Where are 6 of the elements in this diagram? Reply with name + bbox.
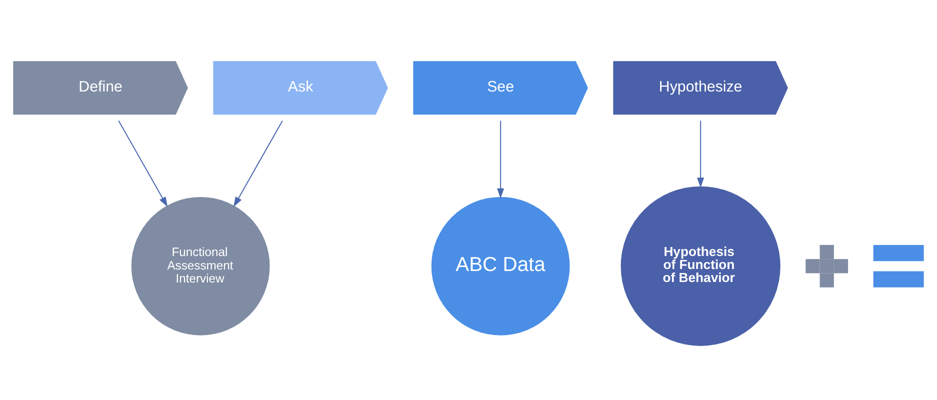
arrow: [697, 120, 704, 188]
arrow: [497, 120, 504, 198]
node-circle: ABC Data: [431, 196, 570, 335]
node-circle: Hypothesis of Function of Behavior: [620, 186, 780, 346]
arrow: [118, 120, 168, 206]
arrow: [234, 120, 283, 206]
